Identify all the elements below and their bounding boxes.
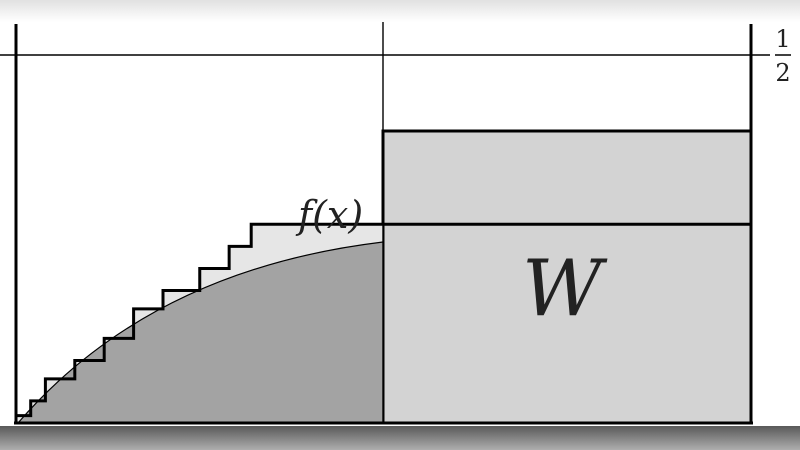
region-label-w: W xyxy=(522,244,608,334)
half-numerator: 1 xyxy=(775,25,790,53)
w-region xyxy=(381,129,753,425)
function-label: f(x) xyxy=(295,193,363,237)
curve-region xyxy=(18,242,383,423)
staircase-line xyxy=(14,222,751,423)
function-curve xyxy=(17,241,384,424)
half-denominator: 2 xyxy=(775,59,790,87)
half-fraction-label: 1 2 xyxy=(775,25,791,87)
